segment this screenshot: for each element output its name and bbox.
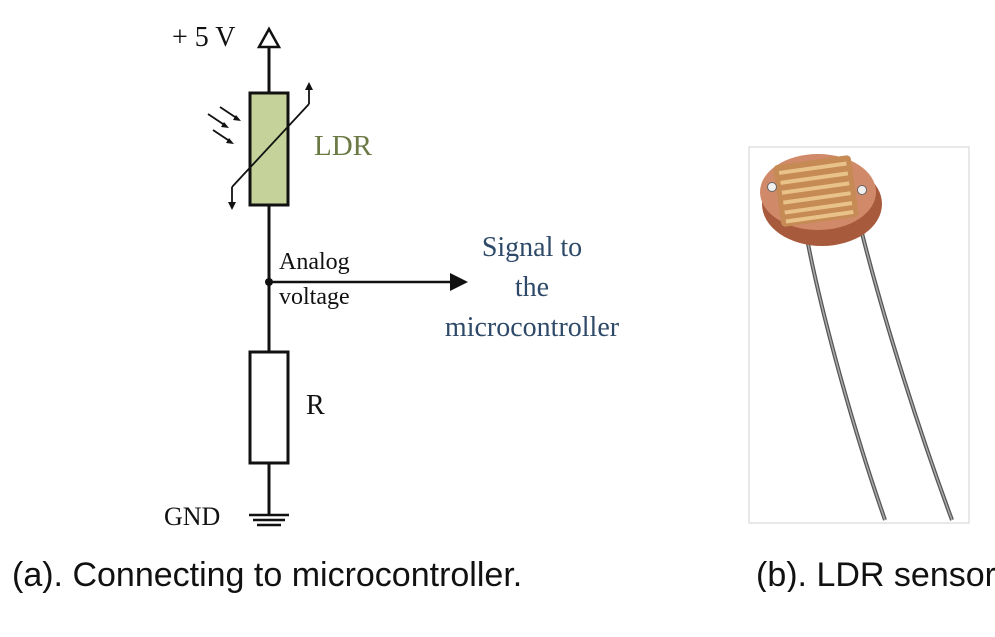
ground-icon — [249, 513, 289, 527]
supply-arrow-icon — [256, 26, 282, 49]
arrow-up-icon — [305, 82, 313, 90]
signal-label-line1: Signal to — [482, 232, 582, 263]
ldr-label: LDR — [314, 130, 373, 162]
light-ray-head-2 — [233, 115, 241, 121]
variable-resistance-line — [231, 103, 310, 188]
node-label-line1: Analog — [279, 249, 350, 275]
light-ray-head-1 — [221, 122, 229, 128]
ground-label: GND — [164, 502, 220, 531]
signal-label-line3: microcontroller — [445, 312, 620, 343]
light-ray-head-3 — [226, 138, 234, 144]
caption-b: (b). LDR sensor — [756, 558, 995, 592]
fixed-resistor-body — [248, 350, 290, 465]
resistor-label: R — [306, 390, 325, 421]
supply-label: + 5 V — [172, 22, 236, 53]
signal-label-line2: the — [515, 272, 549, 303]
ldr-resistor-body — [248, 91, 290, 207]
node-label-line2: voltage — [279, 284, 350, 310]
ldr-photo-icon — [760, 154, 954, 521]
signal-arrow-icon — [450, 273, 468, 291]
caption-a: (a). Connecting to microcontroller. — [12, 556, 523, 594]
arrow-down-icon — [228, 202, 236, 210]
